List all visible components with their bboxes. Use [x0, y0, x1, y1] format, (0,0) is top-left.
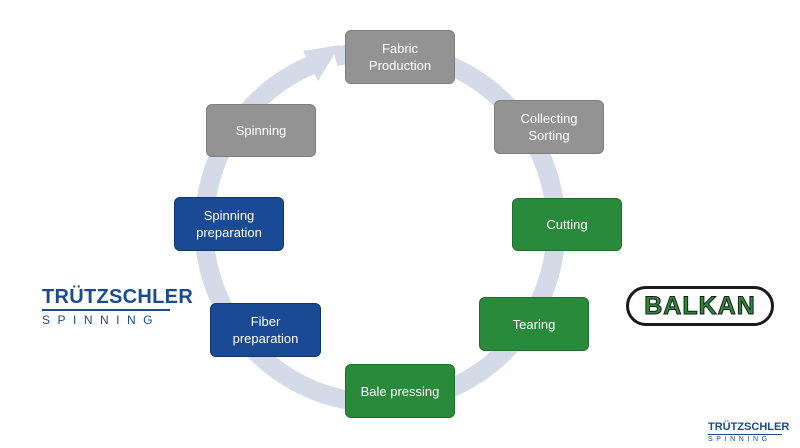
cycle-arrowhead [303, 45, 340, 81]
trutzschler-logo-sub: SPINNING [42, 313, 161, 327]
node-fabric-production: Fabric Production [345, 30, 455, 84]
node-cutting: Cutting [512, 198, 622, 251]
node-fabric-production-label: Fabric Production [368, 41, 432, 73]
node-tearing: Tearing [479, 297, 589, 351]
trutzschler-logo-name: TRÜTZSCHLER [42, 286, 194, 308]
node-spinning-label: Spinning [235, 123, 287, 138]
trutzschler-corner-logo-name: TRÜTZSCHLER [708, 421, 790, 433]
trutzschler-logo-rule [42, 309, 170, 311]
node-spinning-preparation-label: Spinning preparation [196, 208, 262, 240]
balkan-logo: BALKAN [626, 286, 774, 326]
node-cutting-label: Cutting [546, 217, 588, 232]
node-fiber-preparation: Fiber preparation [210, 303, 321, 357]
trutzschler-corner-logo-rule [708, 434, 782, 435]
node-bale-pressing-label: Bale pressing [360, 383, 440, 399]
node-tearing-label: Tearing [512, 316, 556, 332]
node-collecting-sorting: Collecting Sorting [494, 100, 604, 154]
balkan-logo-name: BALKAN [644, 291, 756, 320]
node-fiber-preparation-label: Fiber preparation [232, 314, 299, 346]
node-collecting-sorting-label: Collecting Sorting [520, 111, 578, 143]
trutzschler-corner-logo-sub: SPINNING [708, 436, 771, 443]
trutzschler-logo: TRÜTZSCHLER SPINNING [42, 286, 194, 327]
node-spinning: Spinning [206, 104, 316, 157]
node-spinning-preparation: Spinning preparation [174, 197, 284, 251]
trutzschler-corner-logo: TRÜTZSCHLER SPINNING [708, 421, 790, 444]
node-bale-pressing: Bale pressing [345, 364, 455, 418]
